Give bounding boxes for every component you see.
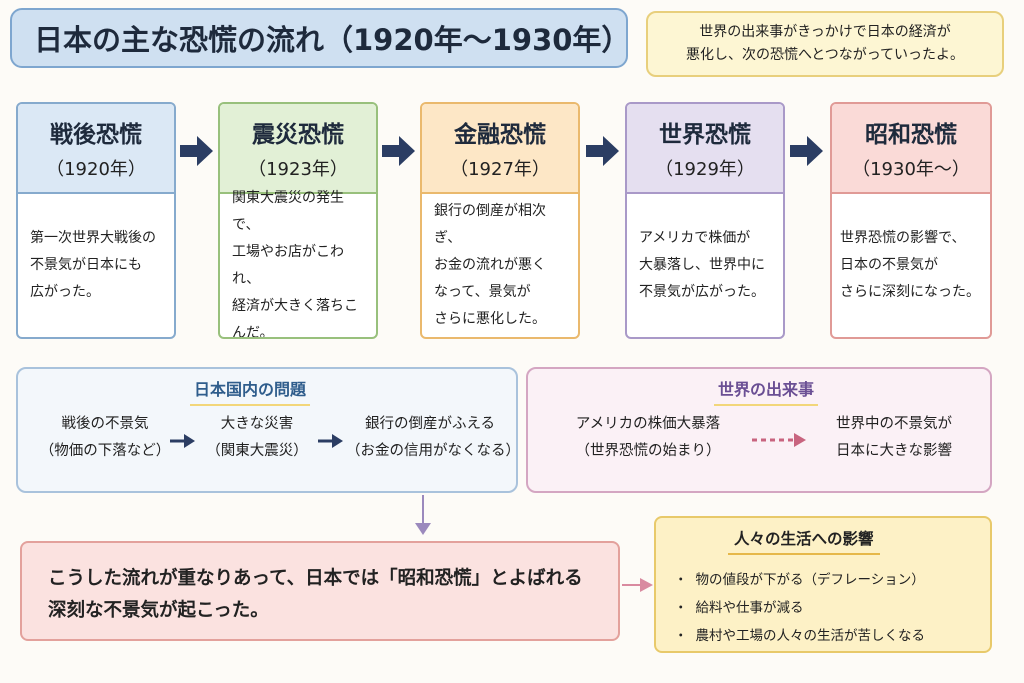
dotted-arrow-right-icon bbox=[752, 433, 806, 447]
arrow-down-icon bbox=[415, 495, 431, 535]
world-item-main: 世界中の不景気が bbox=[836, 416, 952, 432]
domestic-item-sub: （お金の信用がなくなる） bbox=[346, 443, 520, 459]
crisis-card-header: 昭和恐慌 （1930年〜） bbox=[832, 104, 990, 194]
domestic-problems-panel: 日本国内の問題 戦後の不景気 （物価の下落など） 大きな災害 （関東大震災） 銀… bbox=[16, 367, 520, 493]
crisis-card-header: 震災恐慌 （1923年） bbox=[220, 104, 376, 194]
world-item-main: アメリカの株価大暴落 bbox=[575, 416, 721, 432]
crisis-name: 世界恐慌 bbox=[659, 122, 751, 148]
arrow-right-icon bbox=[318, 434, 343, 448]
domestic-item-main: 戦後の不景気 bbox=[61, 416, 149, 432]
crisis-year: （1929年） bbox=[655, 159, 755, 180]
crisis-description-text: 関東大震災の発生で、 工場やお店がこわれ、 経済が大きく落ちこ んだ。 bbox=[232, 189, 358, 339]
crisis-description: 銀行の倒産が相次ぎ、 お金の流れが悪く なって、景気が さらに悪化した。 bbox=[422, 194, 578, 337]
conclusion-text: こうした流れが重なりあって、日本では「昭和恐慌」とよばれる 深刻な不景気が起こっ… bbox=[48, 568, 583, 621]
life-impact-text: 農村や工場の人々の生活が苦しくなる bbox=[695, 628, 926, 644]
domestic-item-sub: （物価の下落など） bbox=[39, 443, 171, 459]
life-impact-item: ・給料や仕事が減る bbox=[674, 596, 804, 616]
life-impact-item: ・物の値段が下がる（デフレーション） bbox=[674, 568, 925, 588]
crisis-card-postwar: 戦後恐慌 （1920年） 第一次世界大戦後の 不景気が日本にも 広がった。 bbox=[16, 102, 176, 339]
crisis-year: （1923年） bbox=[248, 159, 348, 180]
bullet-icon: ・ bbox=[674, 600, 688, 616]
page-title: 日本の主な恐慌の流れ（1920年〜1930年） bbox=[10, 8, 631, 68]
life-impact-text: 物の値段が下がる（デフレーション） bbox=[695, 572, 925, 588]
world-item-sub: 日本に大きな影響 bbox=[836, 443, 952, 459]
crisis-card-header: 金融恐慌 （1927年） bbox=[422, 104, 578, 194]
conclusion-box: こうした流れが重なりあって、日本では「昭和恐慌」とよばれる 深刻な不景気が起こっ… bbox=[20, 541, 620, 641]
crisis-card-financial: 金融恐慌 （1927年） 銀行の倒産が相次ぎ、 お金の流れが悪く なって、景気が… bbox=[420, 102, 580, 339]
world-item-crash: アメリカの株価大暴落 （世界恐慌の始まり） bbox=[550, 411, 746, 465]
domestic-item-sub: （関東大震災） bbox=[206, 443, 308, 459]
arrow-right-icon bbox=[790, 136, 823, 166]
crisis-card-earthquake: 震災恐慌 （1923年） 関東大震災の発生で、 工場やお店がこわれ、 経済が大き… bbox=[218, 102, 378, 339]
life-impact-box: 人々の生活への影響 ・物の値段が下がる（デフレーション） ・給料や仕事が減る ・… bbox=[654, 516, 992, 653]
domestic-item-postwar: 戦後の不景気 （物価の下落など） bbox=[30, 411, 180, 465]
bullet-icon: ・ bbox=[674, 572, 688, 588]
arrow-right-icon bbox=[622, 578, 653, 592]
arrow-right-icon bbox=[382, 136, 415, 166]
world-events-panel: 世界の出来事 アメリカの株価大暴落 （世界恐慌の始まり） 世界中の不景気が 日本… bbox=[526, 367, 992, 493]
bullet-icon: ・ bbox=[674, 628, 688, 644]
crisis-year: （1930年〜） bbox=[852, 159, 970, 180]
arrow-right-icon bbox=[170, 434, 195, 448]
crisis-card-world: 世界恐慌 （1929年） アメリカで株価が 大暴落し、世界中に 不景気が広がった… bbox=[625, 102, 785, 339]
world-panel-title: 世界の出来事 bbox=[714, 376, 819, 406]
crisis-description: 世界恐慌の影響で、 日本の不景気が さらに深刻になった。 bbox=[832, 194, 990, 337]
world-item-impact: 世界中の不景気が 日本に大きな影響 bbox=[810, 411, 978, 465]
crisis-year: （1920年） bbox=[46, 159, 146, 180]
crisis-name: 昭和恐慌 bbox=[865, 122, 957, 148]
crisis-description-text: アメリカで株価が 大暴落し、世界中に 不景気が広がった。 bbox=[639, 230, 765, 300]
crisis-description: 第一次世界大戦後の 不景気が日本にも 広がった。 bbox=[18, 194, 174, 337]
crisis-name: 戦後恐慌 bbox=[50, 122, 142, 148]
domestic-item-disaster: 大きな災害 （関東大震災） bbox=[196, 411, 318, 465]
life-impact-text: 給料や仕事が減る bbox=[695, 600, 804, 616]
crisis-card-showa: 昭和恐慌 （1930年〜） 世界恐慌の影響で、 日本の不景気が さらに深刻になっ… bbox=[830, 102, 992, 339]
explanation-note: 世界の出来事がきっかけで日本の経済が 悪化し、次の恐慌へとつながっていったよ。 bbox=[646, 11, 1004, 77]
crisis-description: 関東大震災の発生で、 工場やお店がこわれ、 経済が大きく落ちこ んだ。 bbox=[220, 190, 376, 338]
crisis-description: アメリカで株価が 大暴落し、世界中に 不景気が広がった。 bbox=[627, 194, 783, 337]
domestic-item-main: 大きな災害 bbox=[220, 416, 294, 432]
crisis-year: （1927年） bbox=[450, 159, 550, 180]
domestic-panel-title: 日本国内の問題 bbox=[190, 376, 311, 406]
crisis-description-text: 世界恐慌の影響で、 日本の不景気が さらに深刻になった。 bbox=[840, 230, 980, 300]
life-impact-title: 人々の生活への影響 bbox=[728, 527, 880, 555]
crisis-description-text: 銀行の倒産が相次ぎ、 お金の流れが悪く なって、景気が さらに悪化した。 bbox=[434, 203, 546, 327]
domestic-item-main: 銀行の倒産がふえる bbox=[364, 416, 496, 432]
arrow-right-icon bbox=[586, 136, 619, 166]
crisis-card-header: 世界恐慌 （1929年） bbox=[627, 104, 783, 194]
crisis-description-text: 第一次世界大戦後の 不景気が日本にも 広がった。 bbox=[30, 230, 156, 300]
crisis-card-header: 戦後恐慌 （1920年） bbox=[18, 104, 174, 194]
page-title-text: 日本の主な恐慌の流れ（1920年〜1930年） bbox=[34, 23, 631, 57]
life-impact-item: ・農村や工場の人々の生活が苦しくなる bbox=[674, 624, 925, 644]
domestic-item-banks: 銀行の倒産がふえる （お金の信用がなくなる） bbox=[346, 411, 520, 465]
explanation-note-text: 世界の出来事がきっかけで日本の経済が 悪化し、次の恐慌へとつながっていったよ。 bbox=[685, 24, 965, 63]
crisis-name: 金融恐慌 bbox=[454, 122, 546, 148]
crisis-name: 震災恐慌 bbox=[252, 122, 344, 148]
world-item-sub: （世界恐慌の始まり） bbox=[575, 443, 721, 459]
arrow-right-icon bbox=[180, 136, 213, 166]
